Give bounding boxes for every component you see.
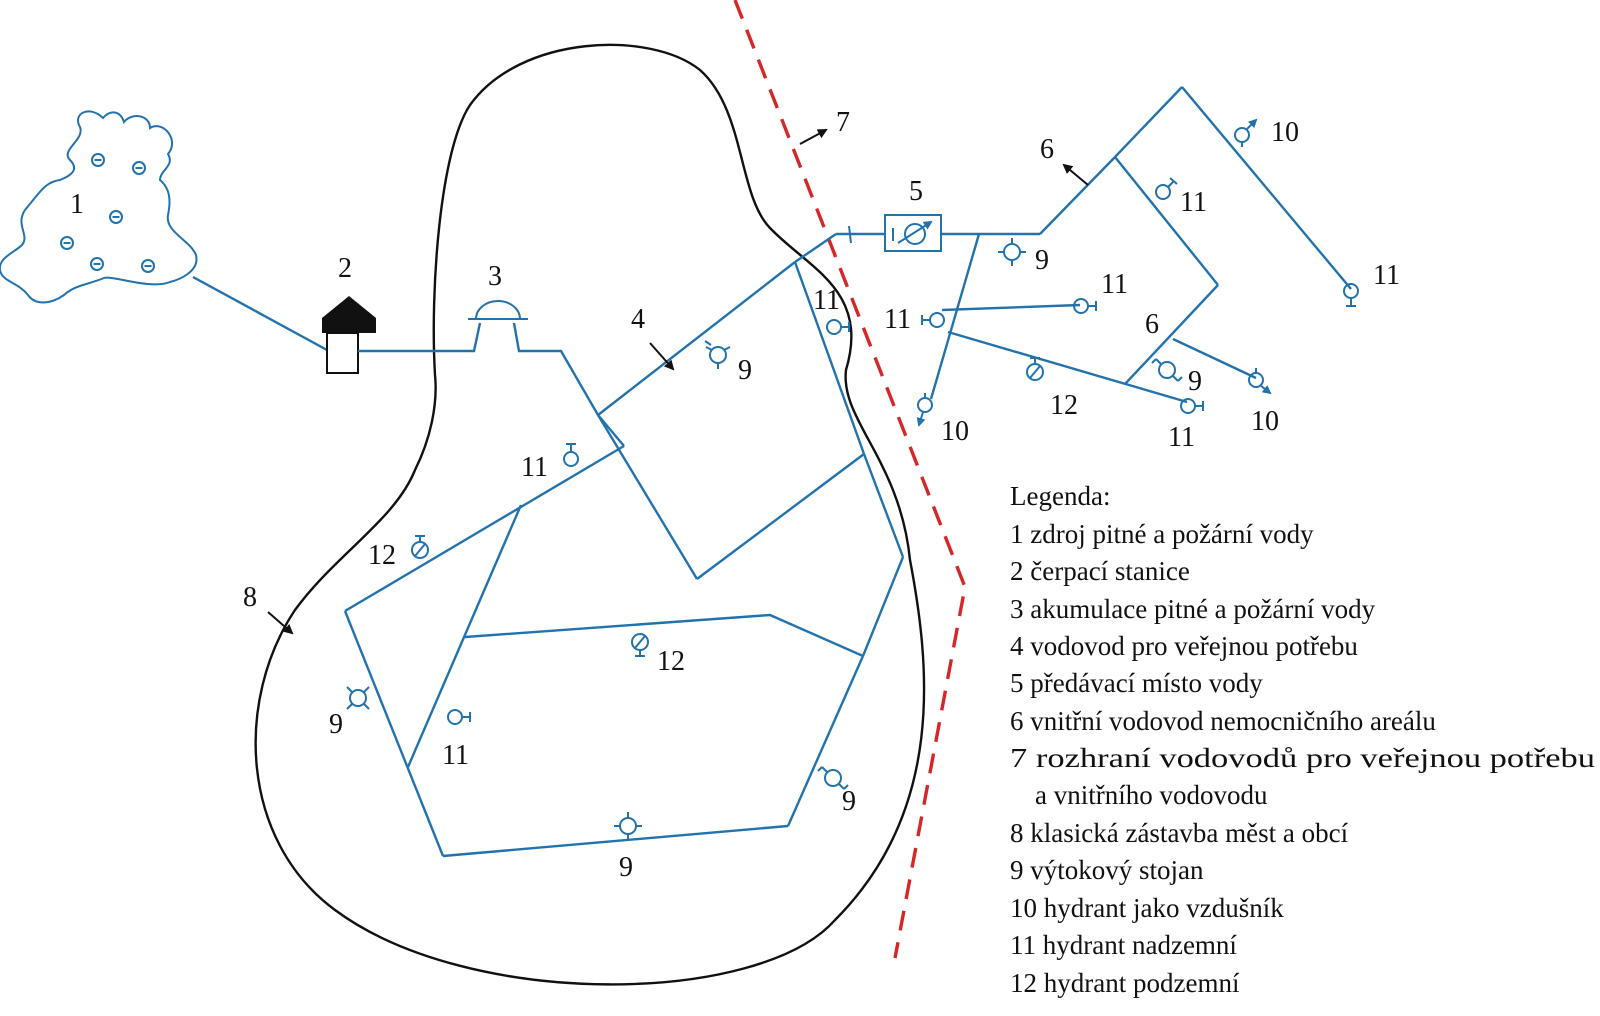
label-11-c: 11 bbox=[1180, 187, 1207, 218]
label-9-b: 9 bbox=[1035, 245, 1049, 276]
label-11-f: 11 bbox=[1168, 422, 1195, 453]
label-2: 2 bbox=[338, 253, 352, 284]
label-7-arrow bbox=[799, 129, 828, 145]
label-12-c: 12 bbox=[1050, 390, 1078, 421]
label-9-a: 9 bbox=[738, 355, 752, 386]
legend-item: 1 zdroj pitné a požární vody bbox=[1010, 519, 1314, 549]
label-8: 8 bbox=[243, 582, 257, 613]
pump-station-icon bbox=[322, 296, 376, 374]
legend-item: 4 vodovod pro veřejnou potřebu bbox=[1010, 631, 1358, 661]
legend-item: 11 hydrant nadzemní bbox=[1010, 930, 1237, 960]
legend-item: 6 vnitřní vodovod nemocničního areálu bbox=[1010, 706, 1436, 736]
underground-hydrant-icon bbox=[411, 357, 1044, 657]
label-11-d: 11 bbox=[884, 304, 911, 335]
pond-icon bbox=[0, 110, 198, 304]
pipe-reservoir-out bbox=[512, 322, 600, 416]
legend: Legenda: 1 zdroj pitné a požární vody 2 … bbox=[1010, 481, 1596, 998]
legend-item: 3 akumulace pitné a požární vody bbox=[1010, 594, 1376, 624]
label-6a: 6 bbox=[1040, 134, 1054, 165]
boundary-line bbox=[733, 0, 967, 959]
label-12-a: 12 bbox=[368, 540, 396, 571]
label-6b: 6 bbox=[1145, 309, 1159, 340]
label-10-b: 10 bbox=[941, 416, 969, 447]
label-11-e: 11 bbox=[1101, 269, 1128, 300]
air-valve-hydrant-icon bbox=[916, 118, 1272, 427]
label-3: 3 bbox=[488, 261, 502, 292]
legend-item: 5 předávací místo vody bbox=[1010, 668, 1263, 698]
standpipe-icon bbox=[346, 238, 1183, 840]
town-outline bbox=[254, 43, 926, 986]
label-5: 5 bbox=[909, 176, 923, 207]
label-7: 7 bbox=[836, 107, 850, 138]
label-4: 4 bbox=[631, 304, 645, 335]
supply-pipe bbox=[192, 275, 328, 352]
label-11-b: 11 bbox=[813, 285, 840, 316]
legend-title: Legenda: bbox=[1010, 481, 1110, 511]
legend-item: 7 rozhraní vodovodů pro veřejnou potřebu bbox=[1010, 743, 1596, 773]
legend-item: 12 hydrant podzemní bbox=[1010, 968, 1240, 998]
meter-tick bbox=[848, 225, 852, 244]
reservoir-icon bbox=[468, 300, 528, 320]
hospital-network bbox=[929, 86, 1352, 404]
town-network bbox=[343, 233, 905, 858]
label-9-e: 9 bbox=[619, 852, 633, 883]
label-10-c: 10 bbox=[1251, 406, 1279, 437]
legend-item: a vnitřního vodovodu bbox=[1035, 780, 1268, 810]
pipe-to-reservoir bbox=[358, 322, 482, 353]
label-11-g: 11 bbox=[1373, 260, 1400, 291]
pond-dots bbox=[60, 153, 155, 273]
label-1: 1 bbox=[70, 189, 84, 220]
above-ground-hydrant-icon bbox=[447, 177, 1359, 725]
label-9-d: 9 bbox=[329, 709, 343, 740]
water-meter-icon bbox=[884, 214, 942, 252]
label-8-arrow bbox=[267, 611, 294, 635]
legend-item: 8 klasická zástavba měst a obcí bbox=[1010, 818, 1349, 848]
label-6a-arrow bbox=[1062, 163, 1089, 186]
legend-item: 2 čerpací stanice bbox=[1010, 556, 1190, 586]
label-4-arrow bbox=[649, 342, 675, 371]
label-11-a: 11 bbox=[521, 452, 548, 483]
label-11-h: 11 bbox=[442, 740, 469, 771]
label-12-b: 12 bbox=[657, 646, 685, 677]
label-10-a: 10 bbox=[1271, 117, 1299, 148]
legend-item: 10 hydrant jako vzdušník bbox=[1010, 893, 1284, 923]
legend-item: 9 výtokový stojan bbox=[1010, 855, 1204, 885]
label-9-f: 9 bbox=[842, 786, 856, 817]
label-9-c: 9 bbox=[1188, 366, 1202, 397]
